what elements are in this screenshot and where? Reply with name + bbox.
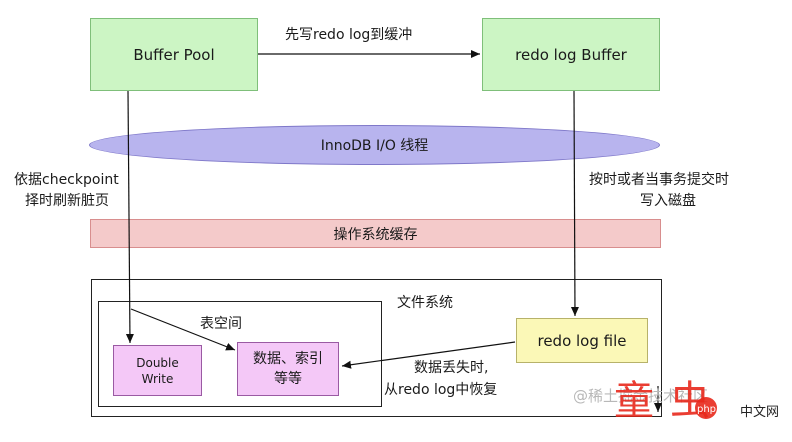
svg-text:php: php [697, 404, 716, 415]
svg-text:童: 童 [614, 378, 654, 422]
file-system-frame [91, 279, 662, 417]
data-index-node: 数据、索引 等等 [237, 342, 339, 396]
double-write-label-line1: Double [136, 355, 179, 370]
arrow-bufferpool-to-doublewrite [125, 90, 134, 344]
os-cache-node: 操作系统缓存 [90, 219, 661, 248]
innodb-io-thread-node: InnoDB I/O 线程 [89, 125, 660, 165]
watermark-logo: 童 虫 php [612, 370, 778, 424]
buffer-pool-node: Buffer Pool [90, 18, 258, 91]
arrow-redofile-to-data-index [341, 341, 516, 369]
data-index-label-line1: 数据、索引 [253, 351, 323, 367]
buffer-pool-label: Buffer Pool [133, 45, 215, 64]
arrow-redobuffer-to-redofile [570, 90, 579, 317]
tablespace-frame [98, 301, 382, 407]
redo-log-file-label: redo log file [537, 331, 627, 350]
os-cache-label: 操作系统缓存 [333, 226, 418, 243]
double-write-node: Double Write [113, 345, 202, 396]
tablespace-label: 表空间 [200, 316, 242, 332]
recover-label-line1: 数据丢失时, [414, 360, 489, 376]
commit-label-line2: 写入磁盘 [640, 193, 696, 209]
double-write-label-line2: Write [141, 371, 174, 386]
watermark-site-text: @稀土掘金技术社区 [573, 387, 709, 405]
checkpoint-label-line2: 择时刷新脏页 [25, 193, 109, 209]
commit-label-line1: 按时或者当事务提交时 [589, 172, 729, 188]
checkpoint-label-line1: 依据checkpoint [14, 172, 119, 188]
php-brand-logo-icon: 童 虫 php [614, 378, 717, 424]
data-index-label-line2: 等等 [274, 371, 302, 387]
watermark-brand-text: 中文网 [740, 405, 780, 420]
arrow-to-data-index [130, 308, 236, 351]
redo-log-file-node: redo log file [516, 318, 648, 363]
redo-log-buffer-label: redo log Buffer [515, 45, 627, 64]
write-redo-first-label: 先写redo log到缓冲 [285, 27, 413, 43]
innodb-io-thread-label: InnoDB I/O 线程 [320, 138, 429, 154]
recover-label-line2: 从redo log中恢复 [384, 382, 498, 398]
redo-log-buffer-node: redo log Buffer [482, 18, 660, 91]
file-system-label: 文件系统 [397, 295, 453, 311]
